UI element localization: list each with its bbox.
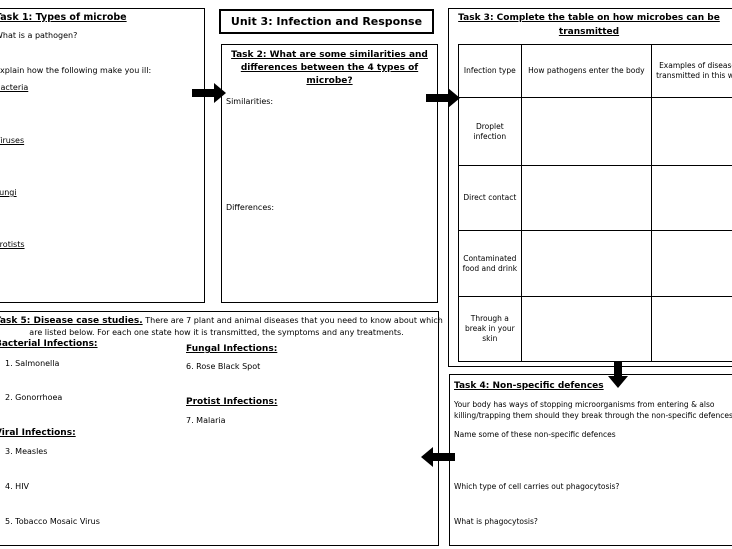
table-row: Droplet infection xyxy=(458,97,732,166)
task4-question2: Which type of cell carries out phagocyto… xyxy=(454,482,620,491)
arrow-right-icon xyxy=(426,88,460,108)
task3-title-line1: Task 3: Complete the table on how microb… xyxy=(458,13,720,23)
task5-title: Task 5: Disease case studies. xyxy=(0,316,143,326)
task4-question1: Name some of these non-specific defences xyxy=(454,430,616,439)
task4-title: Task 4: Non-specific defences xyxy=(454,381,604,391)
row-label-droplet: Droplet infection xyxy=(458,97,522,166)
task5-box: Task 5: Disease case studies. There are … xyxy=(0,311,443,546)
answer-cell[interactable] xyxy=(650,296,732,362)
task3-title-line2: transmitted xyxy=(558,27,620,37)
task2-title-line1: Task 2: What are some similarities and xyxy=(231,50,428,60)
table-header-row: Infection type How pathogens enter the b… xyxy=(458,44,732,98)
task2-similarities-label: Similarities: xyxy=(226,97,274,106)
task1-question: What is a pathogen? xyxy=(0,31,78,40)
disease-malaria: 7. Malaria xyxy=(186,416,226,425)
disease-rose-black-spot: 6. Rose Black Spot xyxy=(186,362,261,371)
task2-title-line3: microbe? xyxy=(306,76,353,86)
answer-cell[interactable] xyxy=(520,165,652,231)
row-label-skin-break: Through a break in your skin xyxy=(458,296,522,362)
task5-intro-rest: There are 7 plant and animal diseases th… xyxy=(142,316,443,325)
table-row: Through a break in your skin xyxy=(458,296,732,362)
task1-item-bacteria: Bacteria xyxy=(0,83,29,92)
main-title-box: Unit 3: Infection and Response xyxy=(219,9,434,34)
protist-heading: Protist Infections: xyxy=(186,397,278,407)
task1-item-protists: Protists xyxy=(0,240,25,249)
task4-intro-line1: Your body has ways of stopping microorga… xyxy=(454,400,715,409)
task1-item-viruses: Viruses xyxy=(0,136,25,145)
bacterial-heading: Bacterial Infections: xyxy=(0,339,98,349)
task2-box: Task 2: What are some similarities and d… xyxy=(221,44,438,303)
task5-intro-line2: are listed below. For each one state how… xyxy=(29,328,404,337)
task3-box: Task 3: Complete the table on how microb… xyxy=(448,8,732,367)
arrow-down-icon xyxy=(608,362,628,388)
viral-heading: Viral Infections: xyxy=(0,428,76,438)
header-examples: Examples of diseases transmitted in this… xyxy=(650,44,732,98)
task4-box: Task 4: Non-specific defences Your body … xyxy=(449,374,732,546)
row-label-contaminated: Contaminated food and drink xyxy=(458,230,522,297)
answer-cell[interactable] xyxy=(520,296,652,362)
task1-item-fungi: Fungi xyxy=(0,188,17,197)
answer-cell[interactable] xyxy=(520,97,652,166)
answer-cell[interactable] xyxy=(650,97,732,166)
task4-question3: What is phagocytosis? xyxy=(454,517,538,526)
disease-tmv: 5. Tobacco Mosaic Virus xyxy=(5,517,100,526)
arrow-right-icon xyxy=(192,83,226,103)
table-row: Direct contact xyxy=(458,165,732,231)
header-how-enter: How pathogens enter the body xyxy=(520,44,652,98)
task5-intro-line1: Task 5: Disease case studies. There are … xyxy=(0,316,443,326)
task4-intro-line2: killing/trapping them should they break … xyxy=(454,411,732,420)
task2-differences-label: Differences: xyxy=(226,203,275,212)
task1-explain: Explain how the following make you ill: xyxy=(0,66,152,75)
answer-cell[interactable] xyxy=(650,230,732,297)
answer-cell[interactable] xyxy=(520,230,652,297)
task1-title: Task 1: Types of microbe xyxy=(0,12,127,23)
disease-hiv: 4. HIV xyxy=(5,482,30,491)
table-row: Contaminated food and drink xyxy=(458,230,732,297)
disease-gonorrhoea: 2. Gonorrhoea xyxy=(5,393,63,402)
disease-salmonella: 1. Salmonella xyxy=(5,359,60,368)
task1-box: Task 1: Types of microbe What is a patho… xyxy=(0,8,205,303)
page-title: Unit 3: Infection and Response xyxy=(230,15,423,28)
disease-measles: 3. Measles xyxy=(5,447,48,456)
task2-title-line2: differences between the 4 types of xyxy=(240,63,419,73)
transmission-table: Infection type How pathogens enter the b… xyxy=(458,44,732,362)
row-label-direct-contact: Direct contact xyxy=(458,165,522,231)
fungal-heading: Fungal Infections: xyxy=(186,344,278,354)
arrow-left-icon xyxy=(421,447,455,467)
header-infection-type: Infection type xyxy=(458,44,522,98)
answer-cell[interactable] xyxy=(650,165,732,231)
